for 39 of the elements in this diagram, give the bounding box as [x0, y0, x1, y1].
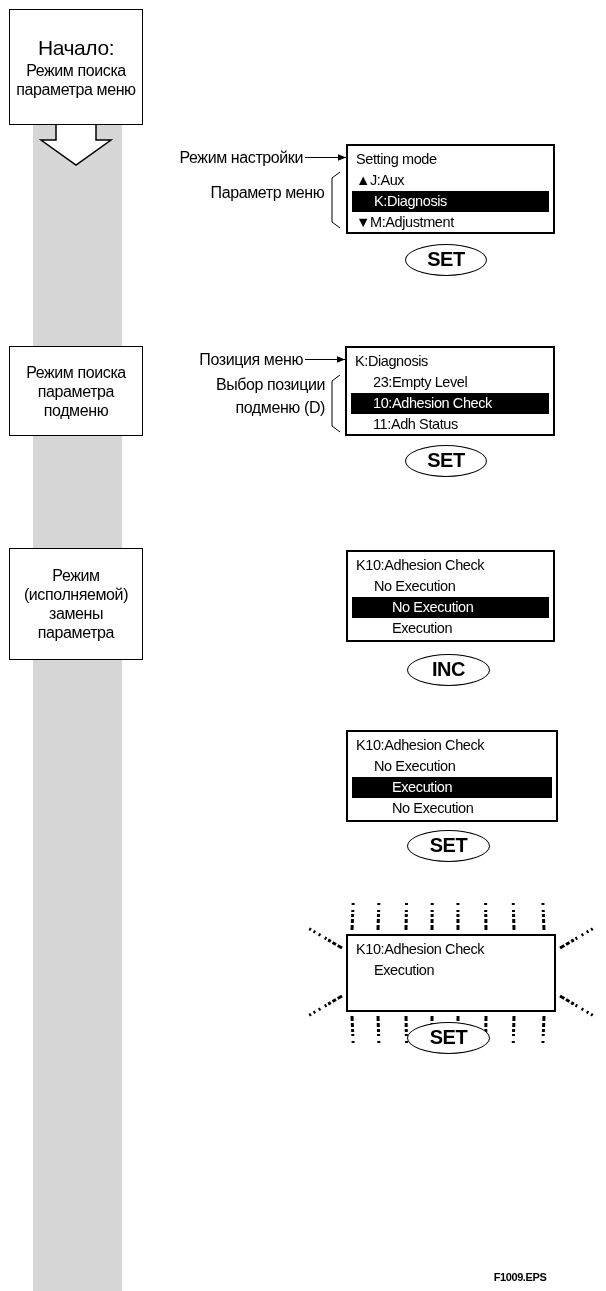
display-screen — [345, 346, 555, 436]
display-screen — [346, 934, 556, 1012]
mode-box — [9, 9, 143, 125]
key-button: SET — [407, 830, 490, 862]
display-title: Setting mode — [355, 150, 438, 169]
display-line: No Execution — [373, 757, 457, 776]
display-title: K10:Adhesion Check — [355, 736, 486, 755]
display-line: No Execution — [391, 799, 475, 818]
annotation-text: Выбор позиции подменю (D) — [214, 375, 325, 418]
key-button: SET — [407, 1022, 490, 1054]
annotation-text: Параметр меню — [209, 183, 326, 203]
display-line: 11:Adh Status — [372, 415, 459, 434]
key-button: SET — [405, 445, 487, 477]
annotation-text: Режим настройки — [179, 148, 303, 167]
mode-text: Режим (исполняемой) замены параметра — [22, 566, 130, 642]
mode-text: Режим поиска параметра меню — [15, 61, 137, 99]
display-line: ▲J:Aux — [355, 171, 406, 190]
display-title: K:Diagnosis — [354, 352, 429, 371]
display-title: K10:Adhesion Check — [355, 556, 486, 575]
mode-box — [9, 548, 143, 660]
leader-arrow — [304, 356, 346, 363]
display-screen — [346, 144, 555, 234]
figure-code: F1009.EPS — [492, 1270, 548, 1284]
mode-heading: Начало: — [37, 35, 115, 61]
display-line: ▼M:Adjustment — [355, 213, 455, 232]
leader-arrow — [304, 154, 347, 161]
display-title: K10:Adhesion Check — [355, 940, 486, 959]
display-line: 23:Empty Level — [372, 373, 469, 392]
display-line: No Execution — [373, 577, 457, 596]
display-line: Execution — [373, 961, 436, 980]
key-button: INC — [407, 654, 490, 686]
mode-box — [9, 346, 143, 436]
display-line: Execution — [391, 619, 454, 638]
display-screen — [346, 730, 558, 822]
mode-text: Режим поиска параметра подменю — [25, 362, 127, 420]
annotation-text: Позиция меню — [199, 350, 303, 369]
block-arrow — [38, 124, 114, 166]
key-button: SET — [405, 244, 487, 276]
display-screen — [346, 550, 555, 642]
